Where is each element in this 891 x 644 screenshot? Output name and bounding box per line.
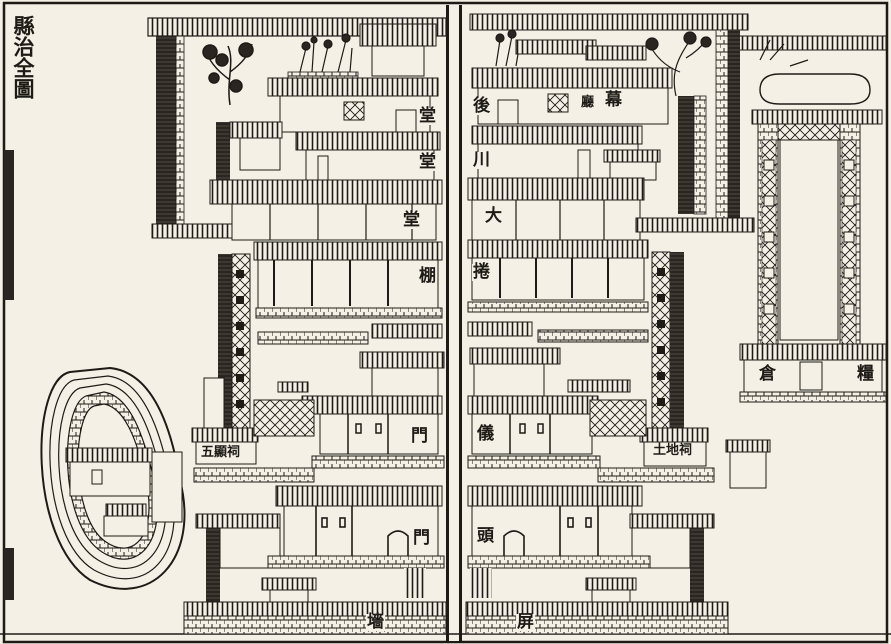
hall-label: 堂 — [418, 152, 437, 172]
gate-label: 儀 — [476, 424, 495, 444]
shed-label: 棚 — [418, 266, 437, 286]
gate-label: 門 — [410, 426, 429, 446]
hall-label: 後 — [472, 96, 491, 116]
office-label: 廳 — [580, 95, 596, 110]
hall-label: 堂 — [402, 210, 421, 230]
shrine-label: 五顯祠 — [200, 445, 242, 460]
screen-wall-label: 屏 — [516, 612, 535, 632]
granary-label: 倉 — [758, 364, 777, 384]
granary-label: 糧 — [856, 364, 875, 384]
shrine-label: 土地祠 — [652, 443, 694, 458]
walled-compound — [40, 366, 186, 590]
granary-compound — [739, 73, 887, 403]
canopy-label: 捲 — [472, 262, 491, 282]
office-label: 幕 — [604, 90, 623, 110]
wall-label: 墻 — [366, 612, 385, 632]
hall-label: 堂 — [418, 106, 437, 126]
gate-label: 門 — [412, 528, 431, 548]
hall-label: 大 — [484, 206, 503, 226]
gate-label: 頭 — [476, 526, 495, 546]
hall-label: 川 — [472, 150, 491, 170]
page-title: 縣治全圖 — [11, 15, 36, 99]
tree-icon — [202, 42, 254, 106]
